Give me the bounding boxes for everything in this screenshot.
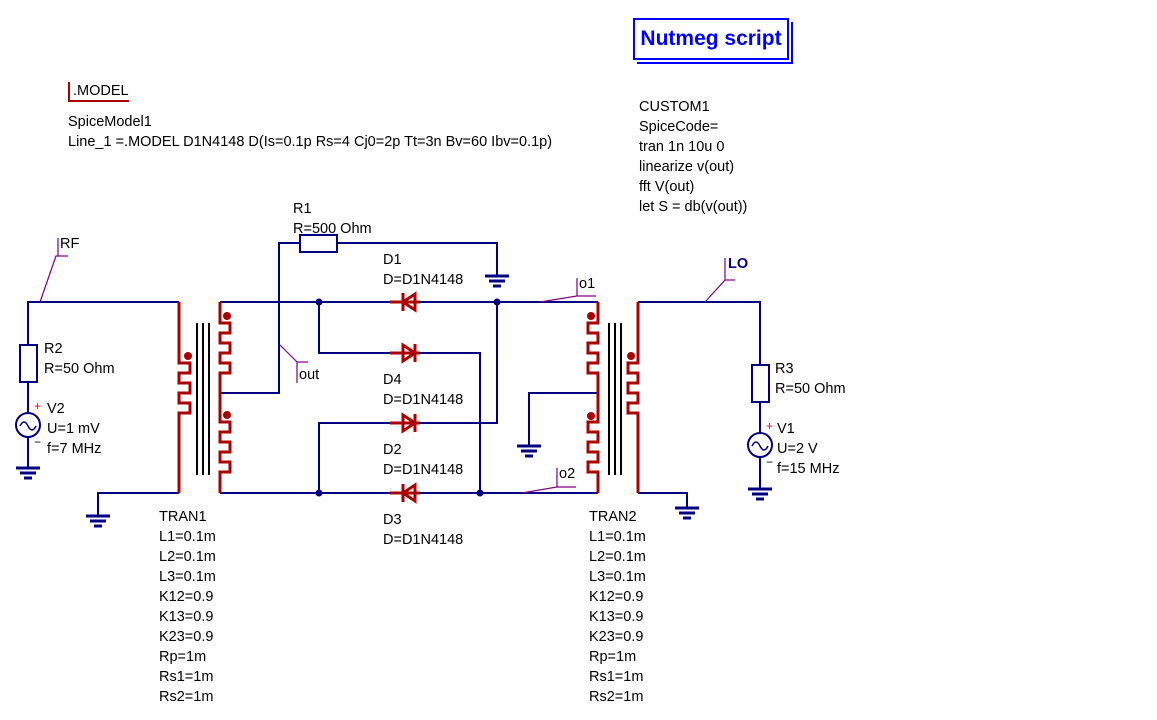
wire-label-o2[interactable]: o2 (559, 466, 576, 482)
model-line: Line_1 =.MODEL D1N4148 D(Is=0.1p Rs=4 Cj… (68, 134, 553, 150)
wire-label-rf[interactable]: RF (60, 236, 80, 252)
custom-line: fft V(out) (639, 179, 695, 195)
wire-label-lines (39, 238, 735, 494)
wires (27, 242, 761, 510)
custom-line: tran 1n 10u 0 (639, 139, 725, 155)
custom-line: linearize v(out) (639, 159, 735, 175)
wire-label-o1[interactable]: o1 (579, 276, 596, 292)
diode-d3[interactable] (390, 482, 420, 504)
diode-d1[interactable] (390, 291, 420, 313)
diode-d4[interactable] (390, 342, 420, 364)
junction-dots (315, 298, 501, 497)
resistor-r3[interactable] (751, 364, 770, 403)
svg-text:−: − (34, 435, 41, 449)
svg-text:+: + (34, 399, 41, 413)
resistor-r2[interactable] (19, 344, 38, 383)
spice-model-block[interactable]: SpiceModel1 Line_1 =.MODEL D1N4148 D(Is=… (68, 112, 552, 152)
custom-line: SpiceCode= (639, 119, 719, 135)
nutmeg-script-block[interactable]: Nutmeg script (633, 18, 789, 60)
resistor-r1[interactable] (299, 234, 338, 253)
transformer-tran2[interactable] (586, 302, 640, 493)
svg-text:−: − (766, 455, 773, 469)
custom-line: let S = db(v(out)) (639, 199, 748, 215)
wire-label-out[interactable]: out (299, 367, 320, 383)
source-v2[interactable]: +− (15, 399, 41, 449)
transformer-tran1[interactable] (177, 302, 232, 493)
source-v1[interactable]: +− (747, 419, 773, 469)
model-tag[interactable]: .MODEL (68, 82, 129, 102)
custom-line: CUSTOM1 (639, 99, 710, 115)
model-name: SpiceModel1 (68, 114, 152, 130)
custom-spice-block[interactable]: CUSTOM1 SpiceCode= tran 1n 10u 0 lineari… (639, 97, 747, 217)
wire-label-lo[interactable]: LO (728, 256, 749, 272)
diode-d2[interactable] (390, 412, 420, 434)
svg-text:+: + (766, 419, 773, 433)
